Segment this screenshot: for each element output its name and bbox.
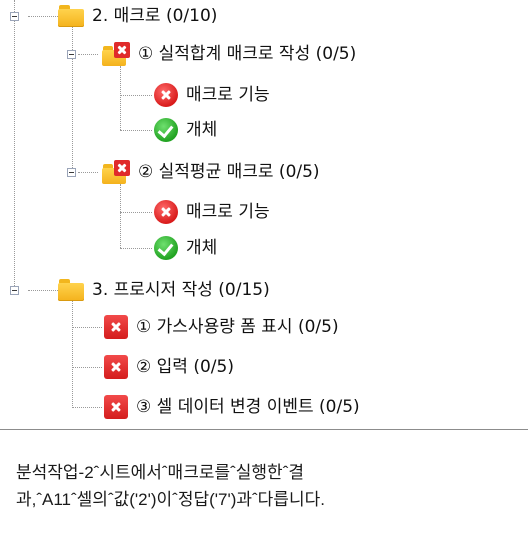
folder-icon [58, 279, 84, 301]
tree-line [14, 0, 15, 290]
tree-line [28, 290, 58, 291]
fail-x-icon [154, 83, 178, 107]
collapse-toggle-group2[interactable] [10, 12, 19, 21]
tree-line [120, 95, 152, 96]
tree-line [72, 367, 102, 368]
tree-leaf-group3-item2[interactable]: ② 입력 (0/5) [104, 351, 234, 383]
tree-leaf-subtask2-item2[interactable]: 개체 [154, 232, 217, 264]
fail-x-icon [104, 395, 128, 419]
tree-line [72, 407, 102, 408]
folder-icon [58, 5, 84, 27]
collapse-toggle-subtask2[interactable] [67, 168, 76, 177]
node-label: 3. 프로시저 작성 (0/15) [92, 279, 270, 300]
tree-line [120, 248, 152, 249]
pass-check-icon [154, 118, 178, 142]
node-label: ① 가스사용량 폼 표시 (0/5) [136, 316, 339, 337]
node-label: ② 입력 (0/5) [136, 356, 234, 377]
tree-line [120, 184, 121, 248]
tree-node-group3[interactable]: 3. 프로시저 작성 (0/15) [58, 274, 270, 306]
folder-error-icon [102, 42, 130, 66]
collapse-toggle-subtask1[interactable] [67, 50, 76, 59]
error-description: 분석작업-2ˆ시트에서ˆ매크로를ˆ실행한ˆ결 과,ˆA11ˆ셀의ˆ값('2')이… [16, 459, 516, 513]
pass-check-icon [154, 236, 178, 260]
node-label: ③ 셀 데이터 변경 이벤트 (0/5) [136, 396, 360, 417]
grading-tree: 2. 매크로 (0/10) ① 실적합계 매크로 작성 (0/5) 매크로 기능… [0, 0, 528, 425]
node-label: ① 실적합계 매크로 작성 (0/5) [138, 43, 357, 64]
node-label: 개체 [186, 119, 218, 140]
tree-node-group2[interactable]: 2. 매크로 (0/10) [58, 0, 217, 32]
tree-line [120, 212, 152, 213]
tree-node-subtask1[interactable]: ① 실적합계 매크로 작성 (0/5) [102, 38, 356, 70]
collapse-toggle-group3[interactable] [10, 286, 19, 295]
node-label: 매크로 기능 [186, 84, 270, 105]
tree-line [78, 54, 98, 55]
tree-leaf-group3-item1[interactable]: ① 가스사용량 폼 표시 (0/5) [104, 311, 339, 343]
tree-line [28, 16, 58, 17]
fail-x-icon [104, 355, 128, 379]
tree-line [78, 172, 98, 173]
fail-x-icon [154, 200, 178, 224]
node-label: 2. 매크로 (0/10) [92, 5, 218, 26]
tree-leaf-subtask2-item1[interactable]: 매크로 기능 [154, 196, 270, 228]
tree-leaf-subtask1-item1[interactable]: 매크로 기능 [154, 79, 270, 111]
folder-error-icon [102, 160, 130, 184]
fail-x-icon [104, 315, 128, 339]
tree-line [120, 130, 152, 131]
tree-line [72, 327, 102, 328]
description-line: 과,ˆA11ˆ셀의ˆ값('2')이ˆ정답('7')과ˆ다릅니다. [16, 490, 325, 509]
tree-node-subtask2[interactable]: ② 실적평균 매크로 (0/5) [102, 156, 320, 188]
tree-line [72, 24, 73, 174]
description-line: 분석작업-2ˆ시트에서ˆ매크로를ˆ실행한ˆ결 [16, 463, 304, 482]
tree-leaf-subtask1-item2[interactable]: 개체 [154, 114, 217, 146]
tree-leaf-group3-item3[interactable]: ③ 셀 데이터 변경 이벤트 (0/5) [104, 391, 360, 423]
panel-divider [0, 429, 528, 430]
tree-line [72, 300, 73, 408]
node-label: 개체 [186, 237, 218, 258]
node-label: ② 실적평균 매크로 (0/5) [138, 161, 320, 182]
node-label: 매크로 기능 [186, 201, 270, 222]
tree-line [120, 66, 121, 130]
